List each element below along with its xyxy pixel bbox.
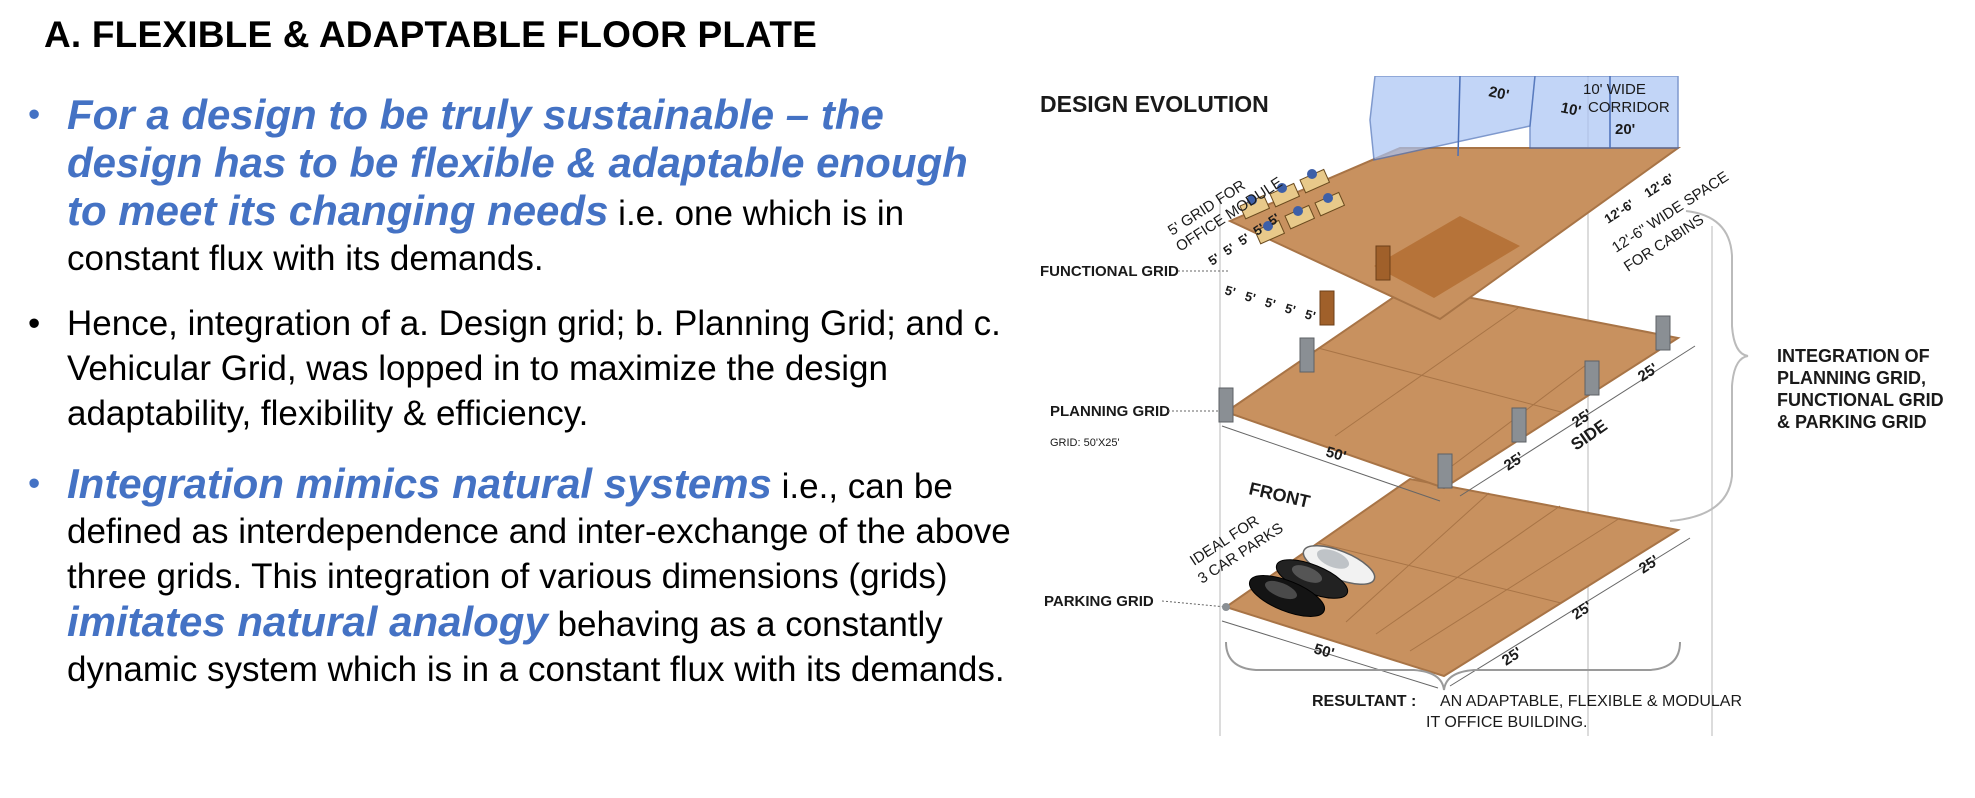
integration-label: INTEGRATION OF: [1777, 346, 1930, 366]
integration-label: FUNCTIONAL GRID: [1777, 390, 1944, 410]
right-brace: [1669, 210, 1749, 522]
leader-dot: [1222, 603, 1230, 611]
dimension-line: [1459, 345, 1696, 497]
bullet-marker: •: [28, 95, 41, 134]
cabin-partition: [1457, 76, 1461, 157]
grid-line: [1334, 307, 1519, 437]
five-foot-dim: 5': [1303, 306, 1317, 323]
dimension-label: 12'-6': [1641, 170, 1676, 200]
corridor-label: CORRIDOR: [1588, 99, 1670, 116]
dimension-label: 25': [1499, 644, 1525, 669]
five-foot-dim: 5': [1223, 282, 1237, 299]
dimension-label: 12'-6': [1601, 196, 1636, 226]
column: [1584, 360, 1600, 396]
resultant-text: IT OFFICE BUILDING.: [1426, 714, 1588, 731]
bullet-list: • For a design to be truly sustainable –…: [28, 92, 1018, 692]
bullet-text: Hence, integration of a. Design grid; b.…: [67, 304, 1001, 433]
design-evolution-diagram: DESIGN EVOLUTION FUNCTIONAL GRID PLANNIN…: [1040, 76, 1944, 736]
corridor-label: 10' WIDE: [1583, 81, 1646, 98]
integration-label: PLANNING GRID,: [1777, 368, 1926, 388]
five-foot-dim: 5': [1243, 288, 1257, 305]
bullet-emphasis: Integration mimics natural systems: [67, 460, 772, 507]
grid-line: [1317, 347, 1562, 413]
slide-title: A. FLEXIBLE & ADAPTABLE FLOOR PLATE: [44, 14, 818, 55]
front-label: FRONT: [1247, 478, 1312, 511]
bullet-item-3: • Integration mimics natural systems i.e…: [28, 461, 1018, 692]
dimension-label: 50': [1312, 641, 1336, 663]
column: [1299, 337, 1315, 373]
column: [1218, 387, 1234, 423]
five-foot-dim: 5': [1220, 240, 1237, 258]
parking-grid-label: PARKING GRID: [1044, 593, 1154, 610]
workstation-cluster: [1239, 168, 1346, 245]
five-foot-dim: 5': [1283, 300, 1297, 317]
bullet-item-2: • Hence, integration of a. Design grid; …: [28, 301, 1018, 436]
five-foot-dim: 5': [1263, 294, 1277, 311]
glass-cabin: [1529, 76, 1679, 149]
figure-heading: DESIGN EVOLUTION: [1040, 91, 1269, 117]
column: [1319, 290, 1335, 326]
grid-line: [1375, 505, 1561, 635]
planning-slab: [1223, 284, 1681, 490]
dimension-label: 20': [1487, 83, 1510, 104]
grid-size-label: GRID: 50'X25': [1050, 437, 1120, 449]
bottom-brace: [1225, 641, 1681, 691]
column: [1655, 315, 1671, 351]
bullet-emphasis-2: imitates natural analogy: [67, 598, 548, 645]
bullet-text: i.e., can be defined as interdependence …: [67, 467, 1011, 596]
leader-line: [1161, 600, 1227, 608]
grid-line: [1409, 517, 1621, 652]
dimension-label: 10': [1559, 99, 1582, 120]
functional-grid-label: FUNCTIONAL GRID: [1040, 263, 1179, 280]
dimension-line: [1221, 620, 1439, 689]
bullet-emphasis: For a design to be truly sustainable – t…: [67, 91, 968, 234]
parking-slab: [1223, 477, 1681, 678]
design-evolution-figure: DESIGN EVOLUTION FUNCTIONAL GRID PLANNIN…: [1030, 76, 1975, 736]
five-foot-dim: 5': [1235, 230, 1252, 248]
bullet-text: i.e. one which is in constant flux with …: [67, 194, 905, 278]
bullet-text-end: behaving as a constantly dynamic system …: [67, 605, 1005, 689]
planning-grid-label: PLANNING GRID: [1050, 403, 1170, 420]
grid-line: [1317, 542, 1562, 604]
car-black: [1248, 575, 1326, 617]
bullet-marker: •: [28, 464, 41, 503]
resultant-label: RESULTANT :: [1312, 693, 1416, 710]
dimension-label: 50': [1324, 444, 1348, 466]
column: [1437, 453, 1453, 489]
bullet-marker: •: [28, 304, 41, 343]
core-shaft: [1374, 216, 1520, 298]
grid-line: [1345, 492, 1490, 623]
dimension-label: 25': [1636, 552, 1662, 577]
dimension-line: [1221, 425, 1441, 502]
column: [1511, 407, 1527, 443]
dimension-label: 20': [1615, 121, 1635, 138]
column: [1375, 245, 1391, 281]
dimension-label: 25': [1501, 449, 1527, 474]
dimension-line: [1449, 537, 1691, 687]
dimension-label: 25': [1569, 598, 1595, 623]
resultant-text: AN ADAPTABLE, FLEXIBLE & MODULAR: [1440, 693, 1742, 710]
bullet-item-1: • For a design to be truly sustainable –…: [28, 92, 1018, 281]
integration-label: & PARKING GRID: [1777, 412, 1927, 432]
